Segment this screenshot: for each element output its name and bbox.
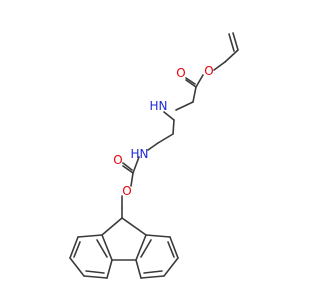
bond [163,111,175,121]
bond [232,32,239,51]
bond [85,270,105,274]
amine-nitrogen-label: N [159,99,168,113]
bond [69,236,79,259]
bond [147,142,159,151]
bond [101,234,113,261]
bond [175,101,194,111]
bond [96,239,108,258]
bond [130,172,134,187]
bond [185,79,197,88]
bond [135,234,147,261]
bond [83,275,108,279]
bond [135,259,142,279]
bond [228,33,235,52]
carbamate-hydrogen-label: H [130,147,139,161]
bond [122,162,133,171]
bond [132,156,140,174]
bond [77,234,103,238]
bond [140,239,152,258]
bond [169,236,179,259]
bond [167,241,175,258]
bond [192,86,197,103]
bond [106,259,113,279]
carbamate-nitrogen-label: N [140,147,149,161]
bond [69,257,85,277]
molecule-diagram: O O N H N H O O [69,32,239,279]
ester-carbonyl-oxygen-label: O [176,66,185,80]
bond [213,61,226,71]
ester-ether-oxygen-label: O [204,64,213,78]
structure-canvas: O O N H N H O O [69,32,239,279]
carbamate-ether-oxygen-label: O [122,184,131,198]
bond [101,217,123,236]
bond [73,241,81,258]
bond [121,217,147,236]
bond [143,270,163,274]
amine-hydrogen-label: H [149,99,158,113]
bond [145,234,171,238]
bond [122,165,134,174]
carbamate-carbonyl-oxygen-label: O [113,153,122,167]
bond [163,257,179,277]
bond [157,133,174,144]
bond [195,74,204,88]
bond [185,77,196,85]
bond [140,275,165,279]
bond [224,49,239,63]
bond [172,119,175,135]
